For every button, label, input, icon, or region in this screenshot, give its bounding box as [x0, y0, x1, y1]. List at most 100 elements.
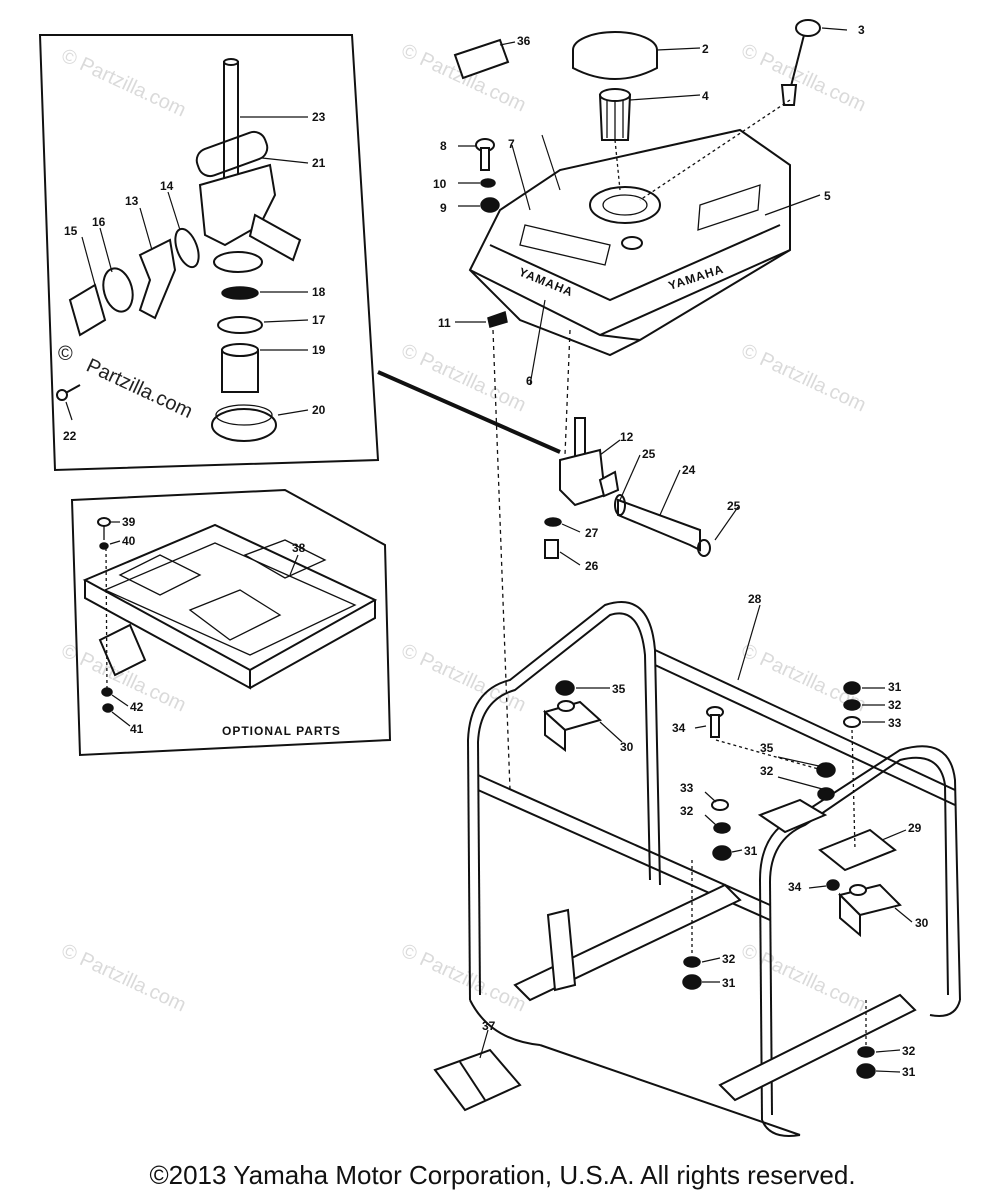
callout-5: 5 — [824, 189, 831, 203]
fuel-cock-assembly — [544, 417, 739, 566]
part-29-bracket — [818, 828, 897, 872]
watermark: © Partzilla.com — [738, 940, 869, 1017]
callout-labels: 2 3 4 5 6 7 8 9 10 11 12 13 14 15 16 17 … — [63, 23, 929, 1079]
fuel-tank: YAMAHA YAMAHA — [468, 128, 791, 357]
callout-8: 8 — [440, 139, 447, 153]
callout-35: 35 — [760, 741, 774, 755]
part-17-gasket — [217, 316, 263, 334]
part-32-washer — [843, 699, 861, 711]
callout-2: 2 — [702, 42, 709, 56]
optional-parts-label: OPTIONAL PARTS — [222, 724, 341, 738]
callout-13: 13 — [125, 194, 139, 208]
part-15-plate — [68, 283, 107, 337]
part-32-washer — [713, 822, 731, 834]
part-32-washer — [683, 956, 701, 968]
callout-29: 29 — [908, 821, 922, 835]
part-16-gasket — [102, 267, 134, 313]
part-21-gasket — [195, 130, 269, 178]
cock-outlet — [248, 213, 302, 262]
part-31-nut — [712, 845, 732, 861]
callout-32: 32 — [722, 952, 736, 966]
part-35-nut — [555, 680, 575, 696]
part-32-washer — [857, 1046, 875, 1058]
callout-25: 25 — [727, 499, 741, 513]
callout-31: 31 — [722, 976, 736, 990]
part-31-nut — [843, 681, 861, 695]
part-12-fuel-cock — [559, 448, 607, 507]
callout-35: 35 — [612, 682, 626, 696]
callout-32: 32 — [902, 1044, 916, 1058]
callout-23: 23 — [312, 110, 326, 124]
part-26-bolt — [544, 539, 559, 559]
copyright-footer: ©2013 Yamaha Motor Corporation, U.S.A. A… — [149, 1160, 856, 1190]
exploded-view-drawing: © Partzilla.com © Partzilla.com © Partzi… — [38, 19, 961, 1137]
callout-40: 40 — [122, 534, 136, 548]
watermark-dark-symbol: © — [58, 343, 73, 365]
callout-22: 22 — [63, 429, 77, 443]
callout-12: 12 — [620, 430, 634, 444]
part-9-grommet — [480, 197, 500, 213]
part-11-damper — [487, 311, 508, 328]
part-41-nut — [102, 703, 114, 713]
callout-33: 33 — [888, 716, 902, 730]
callout-38: 38 — [292, 541, 306, 555]
callout-20: 20 — [312, 403, 326, 417]
part-14-gasket — [174, 227, 200, 269]
part-3-gauge — [795, 19, 821, 37]
callout-32: 32 — [888, 698, 902, 712]
callout-31: 31 — [744, 844, 758, 858]
callout-19: 19 — [312, 343, 326, 357]
part-39-bolt — [97, 517, 111, 527]
callout-26: 26 — [585, 559, 599, 573]
callout-21: 21 — [312, 156, 326, 170]
callout-4: 4 — [702, 89, 709, 103]
callout-41: 41 — [130, 722, 144, 736]
callout-32: 32 — [680, 804, 694, 818]
part-32-washer — [817, 787, 835, 801]
callout-27: 27 — [585, 526, 599, 540]
part-24-hose — [617, 498, 701, 552]
callout-42: 42 — [130, 700, 144, 714]
watermark: © Partzilla.com — [398, 340, 529, 417]
watermark: © Partzilla.com — [738, 340, 869, 417]
part-13-lever — [138, 238, 177, 320]
tank-cap-parts — [453, 19, 848, 386]
part-25-clip — [614, 494, 626, 516]
part-25-clip — [697, 539, 711, 557]
part-35-nut — [816, 762, 836, 778]
callout-37: 37 — [482, 1019, 496, 1033]
watermark: © Partzilla.com — [58, 45, 189, 122]
part-34-bolt — [826, 879, 840, 891]
callout-28: 28 — [748, 592, 762, 606]
part-27-gasket — [544, 517, 562, 527]
part-31-nut — [856, 1063, 876, 1079]
optional-parts-box: OPTIONAL PARTS — [70, 488, 392, 757]
detail-connector-line — [377, 370, 561, 454]
part-28-frame — [467, 601, 961, 1137]
callout-14: 14 — [160, 179, 174, 193]
callout-17: 17 — [312, 313, 326, 327]
callout-10: 10 — [433, 177, 447, 191]
callout-7: 7 — [508, 137, 515, 151]
callout-15: 15 — [64, 224, 78, 238]
callout-30: 30 — [620, 740, 634, 754]
watermark-dark: Partzilla.com — [83, 355, 196, 423]
callout-24: 24 — [682, 463, 696, 477]
callout-31: 31 — [888, 680, 902, 694]
callout-30: 30 — [915, 916, 929, 930]
tank-mount-hardware — [455, 138, 571, 791]
fuel-cock-detail-box — [38, 34, 561, 472]
callout-9: 9 — [440, 201, 447, 215]
watermark: © Partzilla.com — [398, 640, 529, 717]
tank-filler-neck — [589, 186, 661, 224]
callout-31: 31 — [902, 1065, 916, 1079]
callout-16: 16 — [92, 215, 106, 229]
part-37-cover — [433, 1029, 522, 1112]
part-33-washer — [711, 799, 729, 811]
callout-18: 18 — [312, 285, 326, 299]
part-31-nut — [682, 974, 702, 990]
part-36-cushion — [453, 38, 510, 80]
watermark: © Partzilla.com — [738, 40, 869, 117]
callout-11: 11 — [438, 316, 451, 330]
